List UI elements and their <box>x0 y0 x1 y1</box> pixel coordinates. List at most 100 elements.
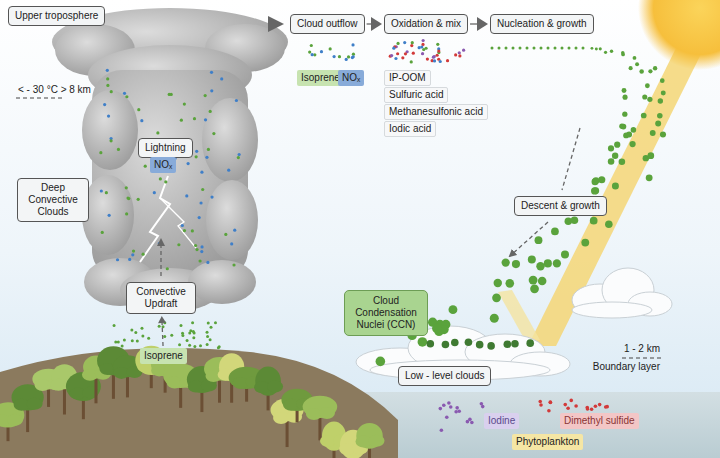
particle <box>449 405 453 409</box>
particle <box>658 98 663 103</box>
particle <box>206 331 209 334</box>
particle <box>195 248 198 251</box>
sea <box>360 392 720 458</box>
descent-arrow <box>510 222 548 256</box>
particle <box>505 47 508 50</box>
particle <box>237 156 240 159</box>
particle <box>490 314 499 323</box>
particle <box>455 406 459 410</box>
particle <box>590 217 598 225</box>
particle <box>180 119 183 122</box>
process-box: Descent & growth <box>514 196 607 216</box>
particle <box>220 77 223 80</box>
particle <box>134 331 137 334</box>
species-tag: Iodine <box>484 413 519 429</box>
node-text: Low - level clouds <box>405 370 484 382</box>
particle <box>412 52 415 55</box>
particle <box>186 339 189 342</box>
particle <box>642 94 647 99</box>
species-tag: NOₓ <box>150 157 176 173</box>
particle <box>535 236 543 244</box>
particle <box>106 77 109 80</box>
arrowhead <box>371 17 382 31</box>
particle <box>454 410 458 414</box>
tree-canopy <box>267 381 283 393</box>
particle <box>421 52 424 55</box>
particle <box>629 141 635 147</box>
particle <box>530 284 539 293</box>
particle <box>437 49 440 52</box>
particle <box>132 250 135 253</box>
particle <box>209 110 212 113</box>
particle <box>465 338 473 346</box>
particle <box>238 153 241 156</box>
particle <box>581 239 589 247</box>
node-text: Descent & growth <box>521 200 600 212</box>
lightning-bolt <box>160 198 196 248</box>
altitude-line <box>16 98 62 99</box>
particle <box>206 335 209 338</box>
particle <box>198 216 201 219</box>
particle <box>549 401 553 405</box>
particle <box>194 244 197 247</box>
particle <box>574 404 578 408</box>
particle <box>639 69 644 74</box>
particle <box>432 324 441 333</box>
particle <box>608 145 614 151</box>
sun-beam <box>528 40 702 346</box>
particle <box>125 212 128 215</box>
particle <box>140 327 143 330</box>
particle <box>512 260 520 268</box>
flow-arrow <box>470 17 488 31</box>
particle <box>614 142 620 148</box>
particle <box>599 47 602 50</box>
node-text: NOₓ <box>154 159 172 171</box>
connector-line <box>470 23 477 24</box>
node-text: Convective Updraft <box>133 286 189 310</box>
particle <box>432 56 435 59</box>
descent-arrow <box>562 128 580 190</box>
sun <box>638 0 720 70</box>
particle <box>125 95 128 98</box>
particle <box>591 47 594 50</box>
particle <box>191 229 194 232</box>
particle <box>121 344 124 347</box>
particle <box>338 55 341 58</box>
species-tag: NOₓ <box>338 70 364 86</box>
particle <box>235 99 238 102</box>
particle <box>629 66 633 70</box>
boundary-line <box>622 358 662 359</box>
particle <box>440 428 444 432</box>
node-text: Iodic acid <box>389 123 431 135</box>
node-text: Deep Convective Clouds <box>24 182 82 218</box>
particle <box>108 214 111 217</box>
particle <box>533 47 536 50</box>
particle <box>457 409 461 413</box>
particle <box>540 47 543 50</box>
particle <box>123 338 126 341</box>
particle <box>512 47 515 50</box>
particle <box>110 90 113 93</box>
convective-cloud <box>52 8 288 312</box>
particle <box>458 54 461 57</box>
particle <box>351 43 354 46</box>
particle <box>140 119 143 122</box>
particle <box>536 262 544 270</box>
node-text: IP-OOM <box>389 72 426 84</box>
tree-canopy <box>319 407 335 419</box>
particle <box>214 321 217 324</box>
particle <box>551 228 559 236</box>
particle <box>210 71 213 74</box>
particle <box>125 186 128 189</box>
particle <box>582 47 585 50</box>
particle <box>528 256 536 264</box>
flow-arrow <box>268 16 284 32</box>
particle <box>426 57 429 60</box>
particle <box>575 47 578 50</box>
particle <box>458 51 461 54</box>
particle <box>621 53 625 57</box>
particle <box>178 343 181 346</box>
ccn-box: Cloud Condensation Nuclei (CCN) <box>344 290 428 336</box>
process-box: Nucleation & growth <box>490 14 594 34</box>
particle <box>170 334 173 337</box>
